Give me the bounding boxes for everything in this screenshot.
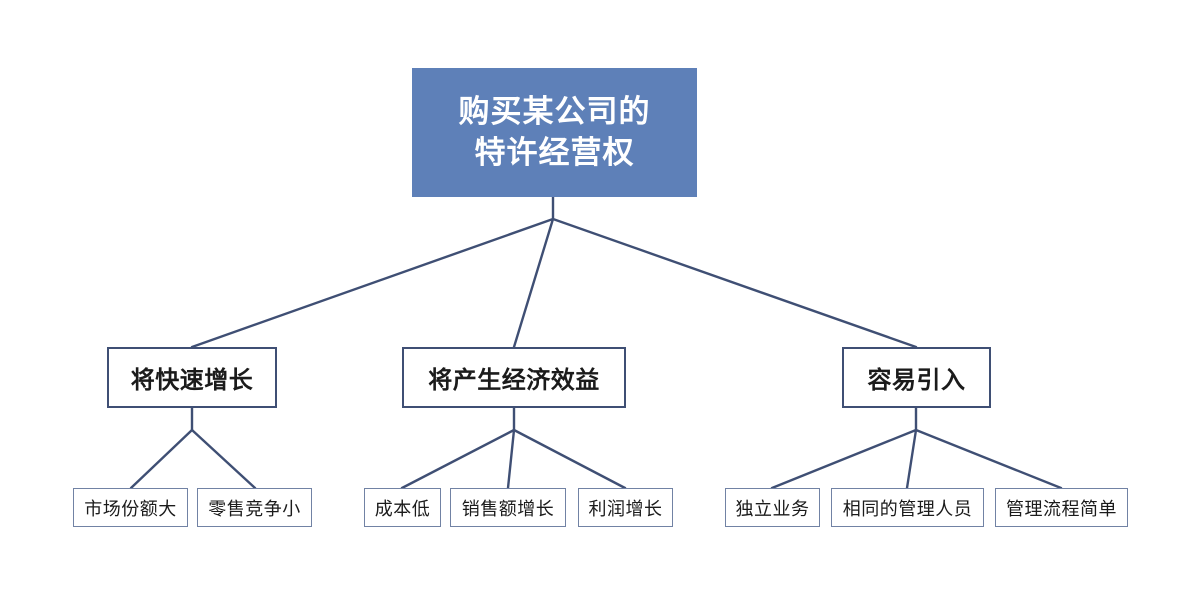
edge-b3-l2 — [905, 428, 918, 490]
leaf-node-label: 管理流程简单 — [1006, 498, 1117, 519]
leaf-node-label: 销售额增长 — [461, 498, 555, 519]
edge-root-b1 — [190, 217, 555, 349]
root-node-label-line2: 特许经营权 — [474, 134, 635, 170]
leaf-node-label: 利润增长 — [588, 498, 663, 519]
edge-b3-l3 — [914, 428, 1063, 490]
leaf-node-3-3[interactable]: 管理流程简单 — [995, 488, 1128, 527]
leaf-node-2-3[interactable]: 利润增长 — [578, 488, 673, 527]
leaf-node-2-2[interactable]: 销售额增长 — [450, 488, 566, 527]
leaf-node-label: 成本低 — [374, 498, 431, 519]
leaf-node-3-2[interactable]: 相同的管理人员 — [831, 488, 984, 527]
branch-node-label: 将产生经济效益 — [428, 367, 600, 394]
edge-b2-l3 — [512, 428, 627, 490]
edge-root-b2 — [512, 217, 555, 349]
leaf-node-3-1[interactable]: 独立业务 — [725, 488, 820, 527]
branch-node-2[interactable]: 将产生经济效益 — [402, 347, 626, 408]
branch-node-label: 容易引入 — [867, 367, 966, 394]
leaf-node-label: 独立业务 — [735, 498, 810, 519]
root-node[interactable]: 购买某公司的 特许经营权 — [412, 68, 697, 197]
leaf-node-2-1[interactable]: 成本低 — [364, 488, 441, 527]
leaf-node-label: 相同的管理人员 — [842, 498, 973, 519]
edge-b1-l2 — [190, 428, 257, 490]
edge-root-b3 — [551, 217, 918, 349]
branch-node-label: 将快速增长 — [130, 367, 254, 394]
edge-b1-l1 — [129, 428, 194, 490]
leaf-node-1-1[interactable]: 市场份额大 — [73, 488, 188, 527]
edge-b2-l1 — [400, 428, 516, 490]
edge-b3-l1 — [770, 428, 918, 490]
branch-node-1[interactable]: 将快速增长 — [107, 347, 277, 408]
leaf-node-label: 市场份额大 — [84, 498, 177, 519]
leaf-node-1-2[interactable]: 零售竞争小 — [197, 488, 312, 527]
edge-b2-l2 — [506, 428, 516, 490]
leaf-node-label: 零售竞争小 — [208, 498, 301, 519]
root-node-label-line1: 购买某公司的 — [458, 94, 651, 130]
branch-node-3[interactable]: 容易引入 — [842, 347, 991, 408]
